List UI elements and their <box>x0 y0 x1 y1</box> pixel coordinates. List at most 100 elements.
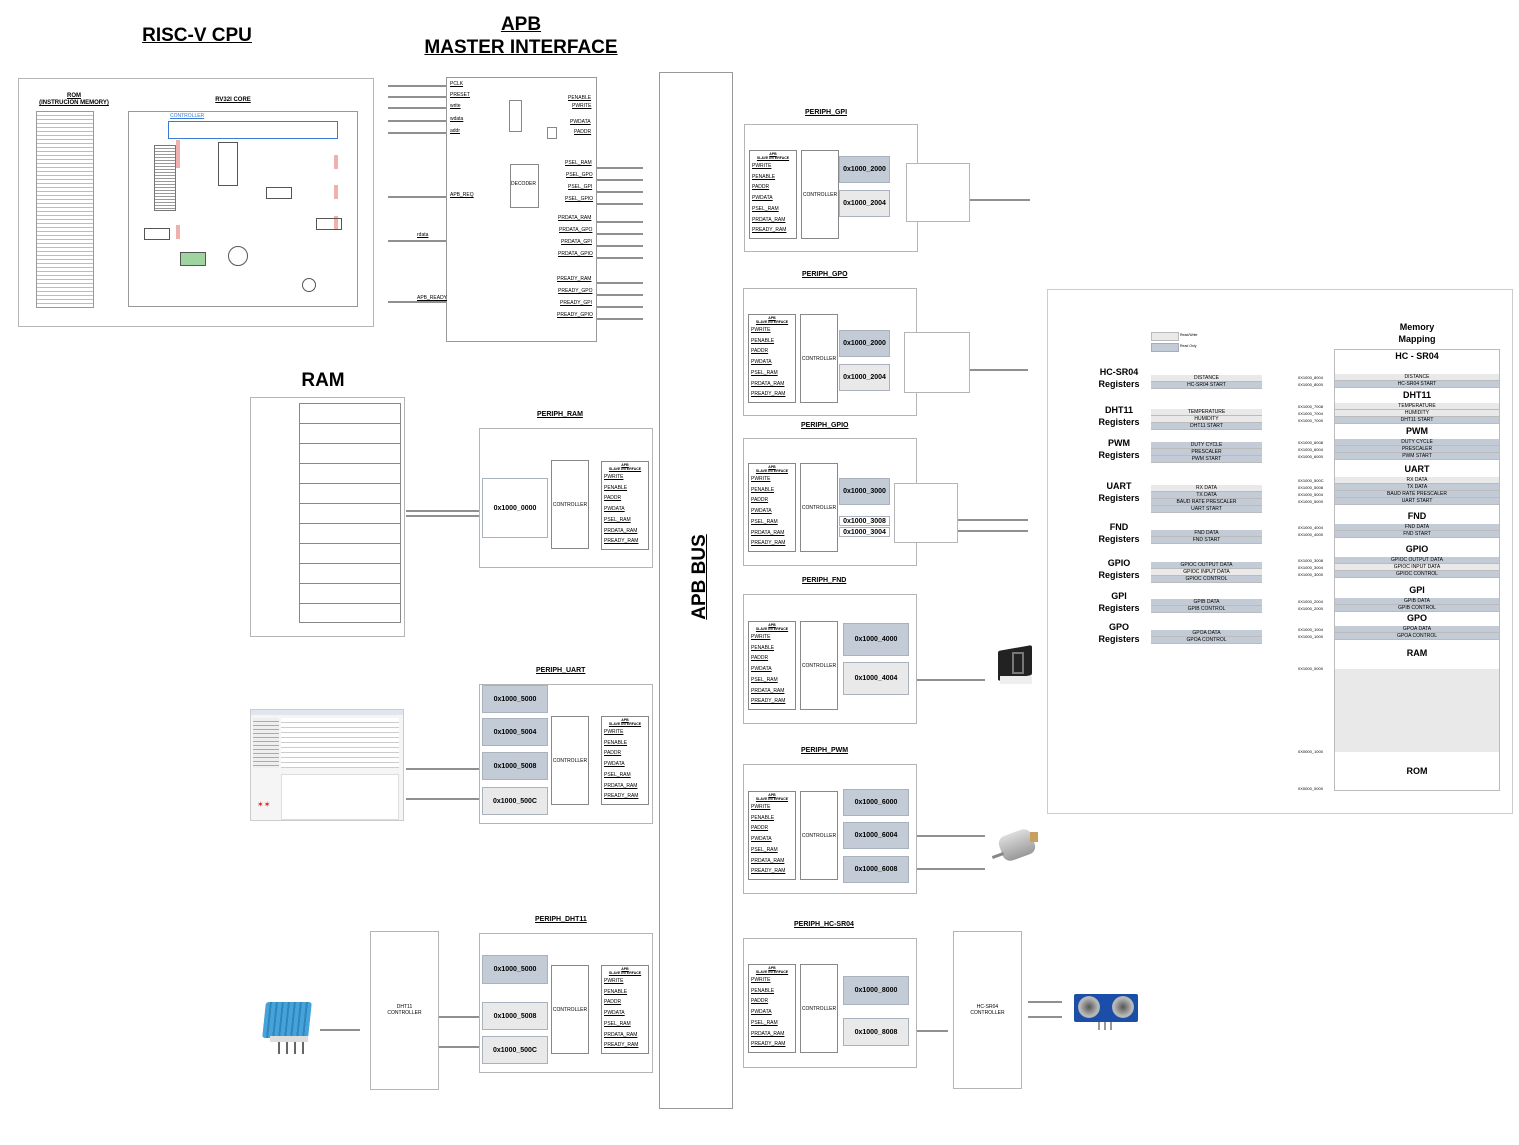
mm-left-row: GPIOC CONTROL <box>1151 576 1262 583</box>
pipeline-reg <box>334 155 338 169</box>
gpi-register: 0x1000_2000 <box>839 156 890 183</box>
mm-section-name: DHT11 <box>1402 390 1431 400</box>
adder-block <box>180 252 206 266</box>
mm-right-row: DHT11 START <box>1335 417 1499 424</box>
pwm-slave-signal: PRDATA_RAM <box>751 857 785 864</box>
mm-left-row: PRESCALER <box>1151 449 1262 456</box>
mm-group-sub: Registers <box>1098 603 1140 613</box>
hcsr04-controller: CONTROLLER <box>800 964 838 1053</box>
pipeline-reg <box>176 225 180 239</box>
pwm-controller: CONTROLLER <box>800 791 838 880</box>
dht11-controller-block <box>370 931 439 1090</box>
pwm-slave-title-2: SLAVE INTERFACE <box>755 797 789 801</box>
mm-section-name: GPI <box>1409 585 1425 595</box>
mm-right-row: FND DATA <box>1335 524 1499 531</box>
pipeline-reg <box>334 216 338 230</box>
mm-group-sub: Registers <box>1098 417 1140 427</box>
dht11-slave-signal: PADDR <box>604 999 622 1006</box>
fnd-slave-signal: PENABLE <box>751 644 775 651</box>
gpo-register: 0x1000_2000 <box>839 330 890 357</box>
mm-address: 0X1000_6000 <box>1298 454 1323 459</box>
dht11-slave-signal: PENABLE <box>604 988 628 995</box>
mm-right-row: GPOA CONTROL <box>1335 633 1499 640</box>
mm-section-name: HC - SR04 <box>1395 351 1439 361</box>
master-input-pclk: PCLK <box>450 81 464 87</box>
mm-section-name: GPO <box>1406 613 1427 623</box>
apb-bus-label: APB BUS <box>689 534 710 620</box>
gpo-controller: CONTROLLER <box>800 314 838 403</box>
hcsr04-controller-label-1: HC-SR04 <box>976 1004 999 1010</box>
mm-left-row: TEMPERATURE <box>1151 409 1262 416</box>
mm-group-name: UART <box>1106 481 1132 491</box>
mm-left-row: GPOA DATA <box>1151 630 1262 637</box>
gpi-slave-signal: PADDR <box>752 184 770 191</box>
memory-map-title-1: Memory <box>1399 322 1435 332</box>
legend-swatch-ro <box>1151 343 1179 352</box>
uart-slave-title-2: SLAVE INTERFACE <box>608 722 642 726</box>
mm-group-sub: Registers <box>1098 493 1140 503</box>
prdata-gpi: PRDATA_GPI <box>561 239 592 245</box>
fnd-slave-signal: PSEL_RAM <box>751 676 778 683</box>
pwm-register: 0x1000_6008 <box>843 856 909 883</box>
mm-right-row: HC-SR04 START <box>1335 381 1499 388</box>
mm-left-row: FND START <box>1151 537 1262 544</box>
gpi-slave-signal: PRDATA_RAM <box>752 216 786 223</box>
dht11-title: PERIPH_DHT11 <box>535 916 587 923</box>
mm-address: 0X1000_7004 <box>1298 411 1323 416</box>
dht11-slave-title-1: APB <box>621 967 629 971</box>
mm-address: 0X1000_5004 <box>1298 492 1323 497</box>
cpu-title: RISC-V CPU <box>142 25 252 46</box>
gpio-slave-signal: PENABLE <box>751 486 775 493</box>
mm-right-row: BAUD RATE PRESCALER <box>1335 491 1499 498</box>
fnd-slave-signal: PRDATA_RAM <box>751 687 785 694</box>
mm-group-name: DHT11 <box>1104 405 1133 415</box>
master-reg <box>509 100 522 132</box>
hcsr04-controller-label-2: CONTROLLER <box>970 1010 1005 1016</box>
legend-swatch-rw <box>1151 332 1179 341</box>
mm-address: 0X1000_1000 <box>1298 634 1323 639</box>
ram-region-label: RAM <box>1406 648 1428 658</box>
hcsr04-slave-title-1: APB <box>768 966 776 970</box>
mm-group-name: HC-SR04 <box>1099 367 1139 377</box>
fnd-slave-signal: PADDR <box>751 655 769 662</box>
mm-address: 0X1000_6008 <box>1298 440 1323 445</box>
ram-slave-title-1: APB <box>621 463 629 467</box>
gpi-block <box>744 124 918 252</box>
fnd-slave-title-2: SLAVE INTERFACE <box>755 627 789 631</box>
pready-gpi: PREADY_GPI <box>560 300 592 306</box>
gpio-slave-signal: PREADY_RAM <box>751 540 786 547</box>
core-label: RV32I CORE <box>215 97 251 103</box>
master-input-addr: addr <box>450 128 461 134</box>
psel-gpo: PSEL_GPO <box>566 172 593 178</box>
controller-label: CONTROLLER <box>170 113 205 119</box>
uart-slave-signal: PWDATA <box>604 761 625 768</box>
gpi-slave-title-1: APB <box>769 152 777 156</box>
mm-group-name: FND <box>1109 522 1129 532</box>
mm-left-row: GPIOC OUTPUT DATA <box>1151 562 1262 569</box>
ram-region <box>1335 669 1499 752</box>
pwm-slave-signal: PWDATA <box>751 836 772 843</box>
uart-slave-signal: PREADY_RAM <box>604 793 639 800</box>
prdata-gpio: PRDATA_GPIO <box>558 251 593 257</box>
psel-ram: PSEL_RAM <box>565 160 592 166</box>
fnd-register: 0x1000_4004 <box>843 662 909 695</box>
gpo-slave-signal: PADDR <box>751 348 769 355</box>
hcsr04-slave-signal: PSEL_RAM <box>751 1019 778 1026</box>
ram-slave-signal: PREADY_RAM <box>604 538 639 545</box>
controller-block <box>168 121 338 139</box>
hcsr04-slave-signal: PRDATA_RAM <box>751 1030 785 1037</box>
dht11-register: 0x1000_5000 <box>482 955 548 984</box>
dht11-slave-title-2: SLAVE INTERFACE <box>608 971 642 975</box>
uart-register: 0x1000_5008 <box>482 752 548 780</box>
mm-address: 0X1000_8000 <box>1298 382 1323 387</box>
ram-memory-array <box>299 403 401 623</box>
pwm-slave-signal: PWRITE <box>751 804 771 810</box>
mm-left-row: PWM START <box>1151 456 1262 463</box>
legend-rw-label: Read/Write <box>1180 333 1198 337</box>
pready-gpo: PREADY_GPO <box>558 288 593 294</box>
master-output-pwdata: PWDATA <box>570 119 591 125</box>
mm-address: 0X1000_2000 <box>1298 606 1323 611</box>
mm-address: 0X1000_1004 <box>1298 627 1323 632</box>
